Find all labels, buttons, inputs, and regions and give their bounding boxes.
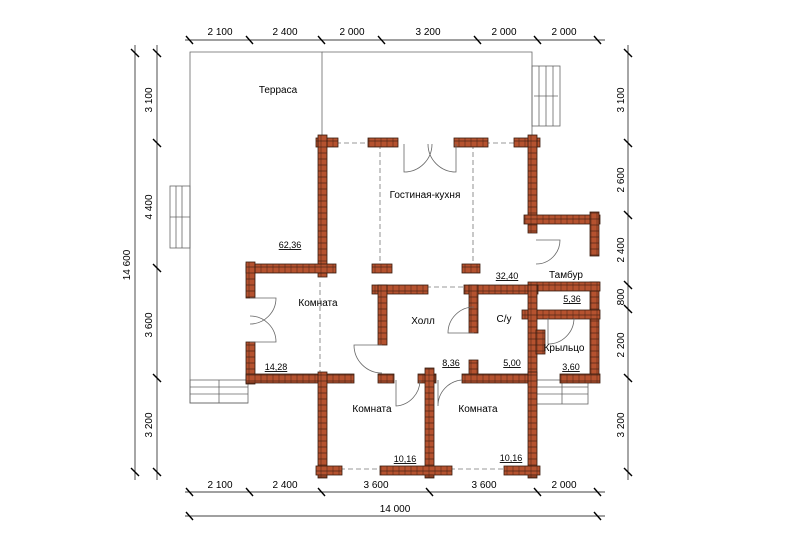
top-dim-2: 2 400 <box>272 27 297 38</box>
bottom-dim-1: 2 100 <box>207 480 232 491</box>
top-dim-1: 2 100 <box>207 27 232 38</box>
openings <box>319 142 516 470</box>
area-porch: 3,60 <box>562 362 580 372</box>
room-labels: Терраса Гостиная-кухня Тамбур Комната Хо… <box>259 85 585 415</box>
bottom-dim-4: 3 600 <box>471 480 496 491</box>
label-living-kitchen: Гостиная-кухня <box>390 190 461 201</box>
label-bathroom: С/у <box>497 314 512 325</box>
right-dimension-chain: 3 100 2 600 2 400 800 2 200 3 200 <box>616 45 633 480</box>
area-living-kitchen: 32,40 <box>496 271 519 281</box>
top-dimension-chain: 2 100 2 400 2 000 3 200 2 000 2 000 <box>185 27 605 45</box>
right-dim-3: 2 400 <box>616 237 627 262</box>
stairs-left <box>169 185 191 249</box>
left-dim-3: 3 600 <box>144 312 155 337</box>
label-porch: Крыльцо <box>544 343 585 354</box>
terrace-outline <box>189 51 533 404</box>
log-walls <box>245 134 601 479</box>
label-terrace: Терраса <box>259 85 298 96</box>
left-dim-2: 4 400 <box>144 194 155 219</box>
top-dim-6: 2 000 <box>551 27 576 38</box>
label-hall: Холл <box>411 316 435 327</box>
right-dim-5: 2 200 <box>616 332 627 357</box>
bottom-total-dim: 14 000 <box>380 504 411 515</box>
left-dim-1: 3 100 <box>144 87 155 112</box>
right-dim-4: 800 <box>616 288 627 305</box>
area-bathroom: 5,00 <box>503 358 521 368</box>
label-room-bottom-left: Комната <box>352 404 392 415</box>
bottom-dim-2: 2 400 <box>272 480 297 491</box>
bottom-dim-5: 2 000 <box>551 480 576 491</box>
stairs-bottom-left <box>189 379 249 404</box>
label-room-left: Комната <box>298 298 338 309</box>
stairs-top-right <box>531 65 561 127</box>
stairs-porch <box>535 379 589 405</box>
area-room-bottom-right: 10,16 <box>500 453 523 463</box>
area-labels: 62,36 32,40 5,36 14,28 8,36 5,00 3,60 10… <box>265 240 581 464</box>
right-dim-1: 3 100 <box>616 87 627 112</box>
left-dimension-chain: 3 100 4 400 3 600 3 200 14 600 <box>122 45 162 480</box>
top-dim-5: 2 000 <box>491 27 516 38</box>
area-room-left: 14,28 <box>265 362 288 372</box>
doors <box>249 143 575 407</box>
label-room-bottom-right: Комната <box>458 404 498 415</box>
top-dim-3: 2 000 <box>339 27 364 38</box>
right-dim-2: 2 600 <box>616 167 627 192</box>
left-dim-4: 3 200 <box>144 412 155 437</box>
right-dim-6: 3 200 <box>616 412 627 437</box>
area-hall: 8,36 <box>442 358 460 368</box>
bottom-dim-3: 3 600 <box>363 480 388 491</box>
top-dim-4: 3 200 <box>415 27 440 38</box>
left-total-dim: 14 600 <box>122 249 133 280</box>
area-room-bottom-left: 10,16 <box>394 454 417 464</box>
area-terrace: 62,36 <box>279 240 302 250</box>
area-vestibule: 5,36 <box>563 294 581 304</box>
bottom-dimension-chain: 2 100 2 400 3 600 3 600 2 000 14 000 <box>185 480 605 521</box>
label-vestibule: Тамбур <box>549 269 583 281</box>
